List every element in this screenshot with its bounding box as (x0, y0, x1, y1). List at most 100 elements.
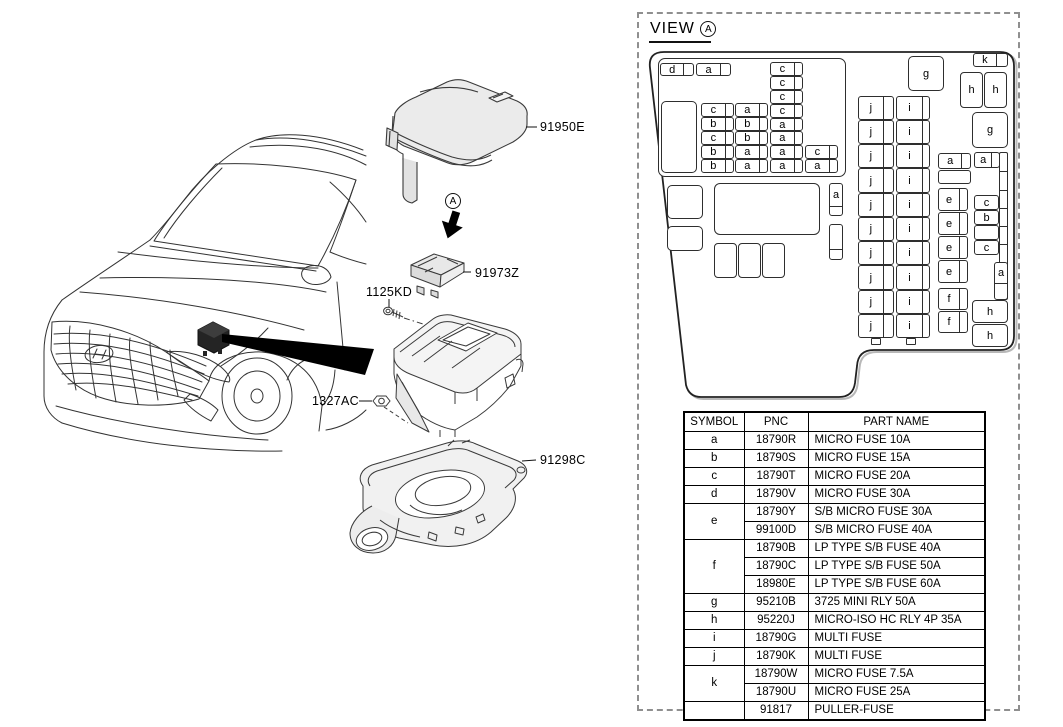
fuse-letter: i (908, 296, 911, 308)
pnc-cell: 18790C (743, 557, 809, 576)
fuse-slot-b: b (974, 210, 999, 225)
fuse-letter: f (947, 316, 951, 328)
fuse-slot-i: i (896, 96, 930, 120)
fuse-letter: a (814, 160, 821, 172)
part-name-cell: S/B MICRO FUSE 40A (807, 521, 986, 540)
fuse-letter: j (869, 199, 873, 211)
part-label-lower-cover: 91298C (540, 453, 586, 467)
fuse-letter: j (869, 320, 873, 332)
fuse-letter: f (947, 293, 951, 305)
fuse-slot-c: c (974, 240, 999, 255)
fuse-letter: j (869, 271, 873, 284)
cover-91950e-drawing (385, 79, 528, 204)
fuse-letter: a (997, 266, 1005, 279)
fuse-slot-b: b (701, 145, 734, 159)
fuse-slot-c: c (805, 145, 838, 159)
fuse-slot-c: c (770, 104, 803, 118)
symbol-cell (683, 701, 745, 721)
fuse-slot-f: f (938, 311, 968, 333)
fuse-letter: j (869, 150, 873, 162)
pnc-cell: 18790U (743, 683, 809, 702)
fuse-slot-a: a (770, 131, 803, 145)
fuse-letter: i (908, 199, 911, 211)
fuse-slot-b: b (735, 131, 768, 145)
fuse-letter: c (779, 105, 786, 117)
leader-lines (359, 126, 537, 462)
pnc-cell: 18790S (743, 449, 809, 468)
fuse-letter: c (983, 241, 990, 254)
part-name-cell: MICRO FUSE 25A (807, 683, 986, 702)
symbol-cell: k (683, 665, 745, 702)
fuse-slot (714, 183, 820, 235)
fuse-slot (714, 243, 737, 278)
fuse-slot-h: h (960, 72, 983, 108)
bracket-91973z-drawing (410, 253, 465, 299)
fuse-letter: a (947, 155, 954, 167)
view-title: VIEW A (650, 20, 717, 38)
nut-1327ac-drawing (372, 395, 409, 424)
part-name-cell: PULLER-FUSE (807, 701, 986, 721)
fuse-slot (906, 338, 916, 345)
fuse-slot-a: a (974, 152, 1000, 168)
view-ref-circle: A (700, 21, 717, 37)
fuse-letter: h (986, 305, 994, 318)
fuse-slot (738, 243, 761, 278)
location-arrow (222, 334, 374, 375)
fuse-letter: e (946, 193, 953, 206)
fuse-slot-h: h (972, 324, 1008, 347)
fusebox-body-drawing (393, 314, 524, 437)
part-name-cell: MICRO FUSE 7.5A (807, 665, 986, 684)
part-name-cell: MULTI FUSE (807, 629, 986, 648)
fuse-slot-a: a (696, 63, 731, 76)
fuse-slot-e: e (938, 236, 968, 259)
fuse-slot-a: a (829, 183, 843, 216)
part-name-cell: LP TYPE S/B FUSE 60A (807, 575, 986, 594)
symbol-cell: e (683, 503, 745, 540)
fuse-slot-c: c (770, 76, 803, 90)
part-name-cell: MICRO FUSE 15A (807, 449, 986, 468)
fuse-letter: i (908, 247, 911, 259)
fuse-slot-c: c (974, 195, 999, 210)
fuse-slot-e: e (938, 188, 968, 211)
fuse-letter: c (779, 91, 786, 103)
symbol-cell: d (683, 485, 745, 504)
fuse-letter: c (983, 196, 990, 209)
fuse-slot-j: j (858, 168, 894, 193)
bolt-1125kd-drawing (383, 306, 443, 331)
part-name-cell: MICRO-ISO HC RLY 4P 35A (807, 611, 986, 630)
symbol-cell: i (683, 629, 745, 648)
fuse-letter: h (968, 84, 975, 96)
pnc-cell: 95220J (743, 611, 809, 630)
fuse-slot-i: i (896, 217, 930, 241)
fuse-letter: a (744, 146, 751, 158)
fuse-letter: k (982, 54, 988, 66)
fuse-slot-b: b (701, 117, 734, 131)
column-header: PNC (743, 411, 809, 432)
fuse-slot-c: c (770, 90, 803, 104)
fuse-letter: j (869, 126, 873, 138)
pnc-cell: 18980E (743, 575, 809, 594)
fuse-letter: i (908, 102, 911, 114)
fuse-letter: i (908, 223, 911, 235)
fuse-slot-j: j (858, 241, 894, 265)
fusebox-location-marker-icon (197, 321, 230, 356)
view-title-text: VIEW (650, 20, 695, 37)
fuse-letter: j (869, 174, 873, 187)
fuse-letter: b (744, 132, 751, 144)
symbol-cell: h (683, 611, 745, 630)
column-header: SYMBOL (683, 411, 745, 432)
fuse-slot-j: j (858, 144, 894, 168)
fuse-slot-i: i (896, 314, 930, 338)
part-label-cover: 91950E (540, 120, 585, 134)
fuse-slot (762, 243, 785, 278)
fuse-slot-a: a (735, 145, 768, 159)
